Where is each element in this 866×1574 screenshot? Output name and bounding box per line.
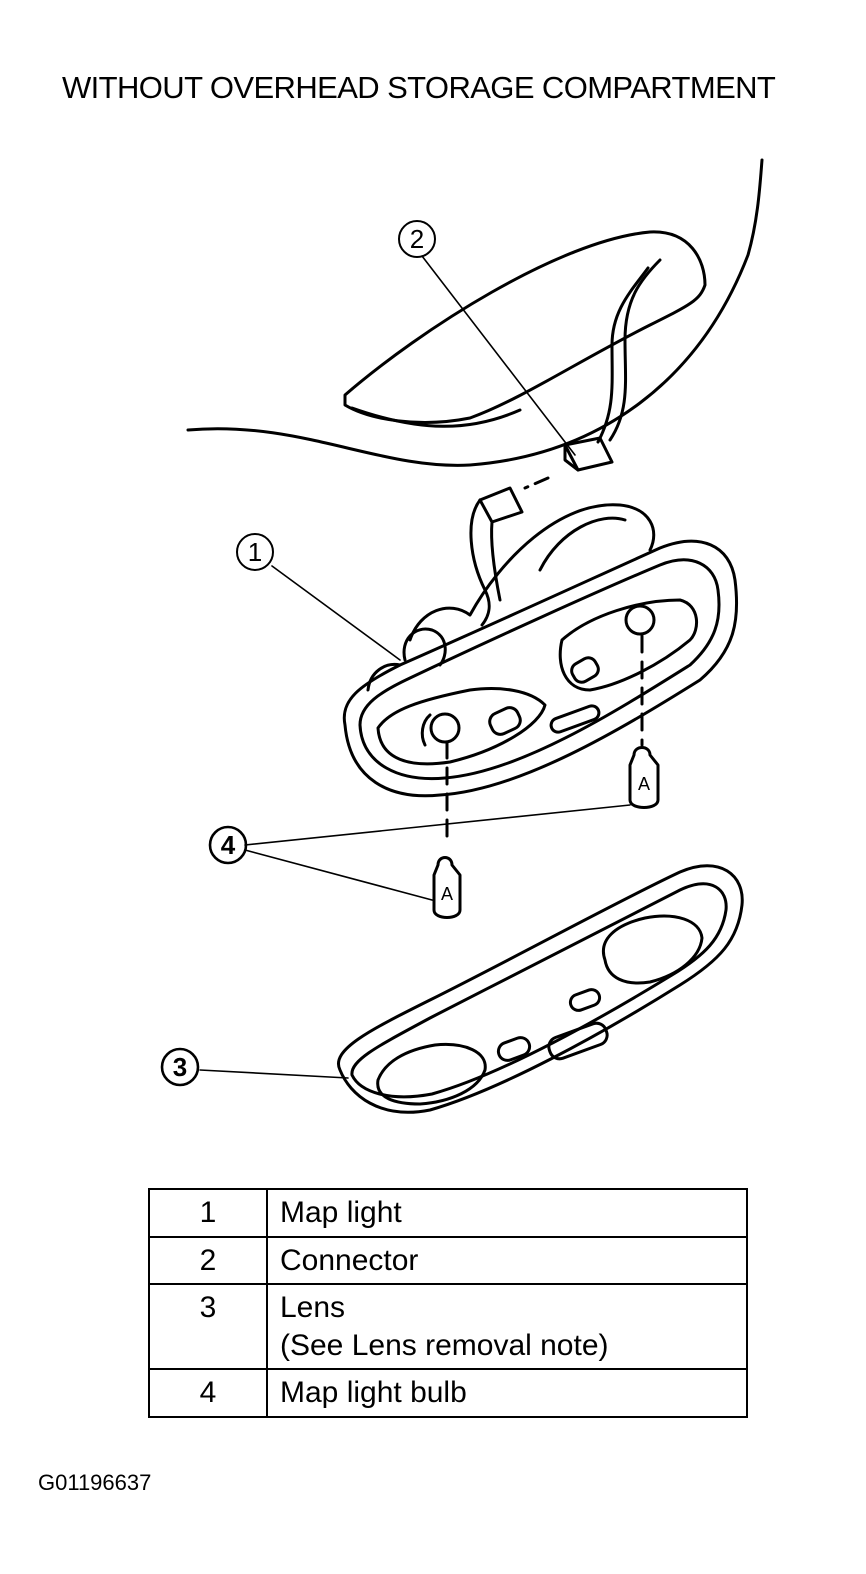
legend-row: 2 Connector xyxy=(148,1235,748,1285)
legend-number: 3 xyxy=(148,1283,268,1370)
legend-number: 2 xyxy=(148,1235,268,1285)
legend-description: Connector xyxy=(266,1235,748,1285)
diagram-title: WITHOUT OVERHEAD STORAGE COMPARTMENT xyxy=(62,70,776,105)
lens-outline xyxy=(337,864,744,1114)
mating-plug xyxy=(478,486,524,524)
bulb-right xyxy=(628,746,660,809)
legend-row: 4 Map light bulb xyxy=(148,1368,748,1418)
map-light-frame xyxy=(342,539,739,798)
bulb-left-marking: A xyxy=(441,884,453,904)
mirror-housing xyxy=(343,230,707,424)
callout-circle-1 xyxy=(236,533,274,571)
callout-3: 3 xyxy=(173,1052,187,1082)
legend-row: 1 Map light xyxy=(148,1188,748,1238)
leader-2 xyxy=(421,255,576,456)
legend-number: 4 xyxy=(148,1368,268,1418)
bulb-right-marking: A xyxy=(638,774,650,794)
legend-description: Map light bulb xyxy=(266,1368,748,1418)
legend-note: (See Lens removal note) xyxy=(280,1328,609,1362)
legend-description: Map light xyxy=(266,1188,748,1238)
callout-1: 1 xyxy=(248,537,262,567)
legend-table: 1 Map light 2 Connector 3 Lens (See Lens… xyxy=(148,1188,748,1418)
bulb-left xyxy=(432,856,462,919)
wire-harness xyxy=(608,258,662,442)
callout-2: 2 xyxy=(410,224,424,254)
callout-circle-2 xyxy=(398,220,436,258)
leader-1 xyxy=(271,565,401,661)
legend-description-cell: Lens (See Lens removal note) xyxy=(266,1283,748,1370)
leader-4a xyxy=(244,804,631,846)
callout-circle-3 xyxy=(160,1047,200,1087)
exploded-view-diagram: 2 1 4 3 A A xyxy=(160,158,764,1114)
figure-id: G01196637 xyxy=(38,1470,152,1495)
headliner-edge xyxy=(186,158,764,467)
leader-3 xyxy=(199,1069,349,1079)
callout-circle-4 xyxy=(208,825,248,865)
connector-body xyxy=(563,436,614,472)
callout-4: 4 xyxy=(221,830,236,860)
legend-description: Lens xyxy=(280,1291,346,1324)
legend-number: 1 xyxy=(148,1188,268,1238)
legend-row: 3 Lens (See Lens removal note) xyxy=(148,1283,748,1370)
map-light-back xyxy=(408,503,656,642)
leader-4b xyxy=(244,849,433,901)
